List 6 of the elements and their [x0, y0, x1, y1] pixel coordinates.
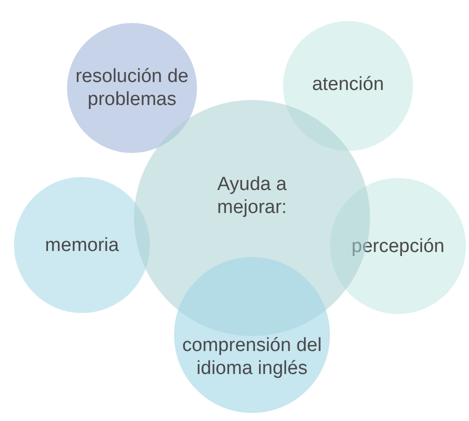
topic-label: atención — [312, 72, 384, 96]
topic-label: resolución de problemas — [74, 65, 190, 111]
topic-label: memoria — [45, 234, 119, 256]
topic-label: Ayuda a mejorar: — [216, 173, 288, 219]
topic-label: comprensión del idioma inglés — [181, 334, 323, 380]
topic-label: percepción — [352, 234, 444, 258]
